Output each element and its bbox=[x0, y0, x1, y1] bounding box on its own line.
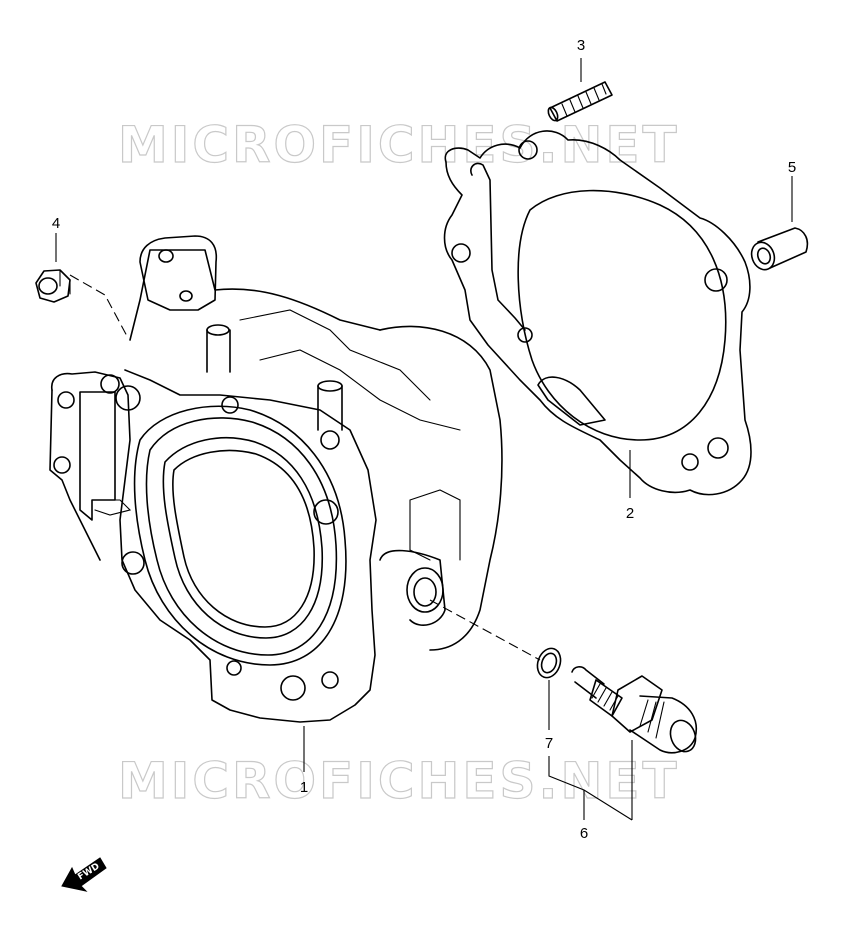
leader-6 bbox=[548, 740, 633, 821]
callout-2: 2 bbox=[626, 505, 634, 522]
callout-7: 7 bbox=[545, 735, 553, 752]
callout-1: 1 bbox=[300, 779, 308, 796]
watermark-top: MICROFICHES.NET bbox=[118, 116, 680, 174]
sensor-part-6[interactable] bbox=[571, 666, 700, 755]
callout-3: 3 bbox=[577, 37, 585, 54]
dowel-pin-part-5[interactable] bbox=[748, 227, 809, 273]
fwd-arrow-icon: FWD bbox=[61, 857, 107, 892]
watermark-bottom: MICROFICHES.NET bbox=[118, 752, 680, 810]
callout-6: 6 bbox=[580, 825, 588, 842]
o-ring-part-7[interactable] bbox=[534, 645, 565, 681]
callout-5: 5 bbox=[788, 159, 796, 176]
stud-part-3[interactable] bbox=[546, 81, 613, 122]
callout-4: 4 bbox=[52, 215, 60, 232]
nut-to-cylinder-line bbox=[69, 274, 129, 339]
nut-part-4[interactable] bbox=[35, 269, 71, 303]
cylinder-part-1[interactable] bbox=[49, 235, 503, 723]
oring-to-cylinder-line bbox=[429, 599, 541, 661]
gasket-part-2[interactable] bbox=[443, 130, 752, 496]
